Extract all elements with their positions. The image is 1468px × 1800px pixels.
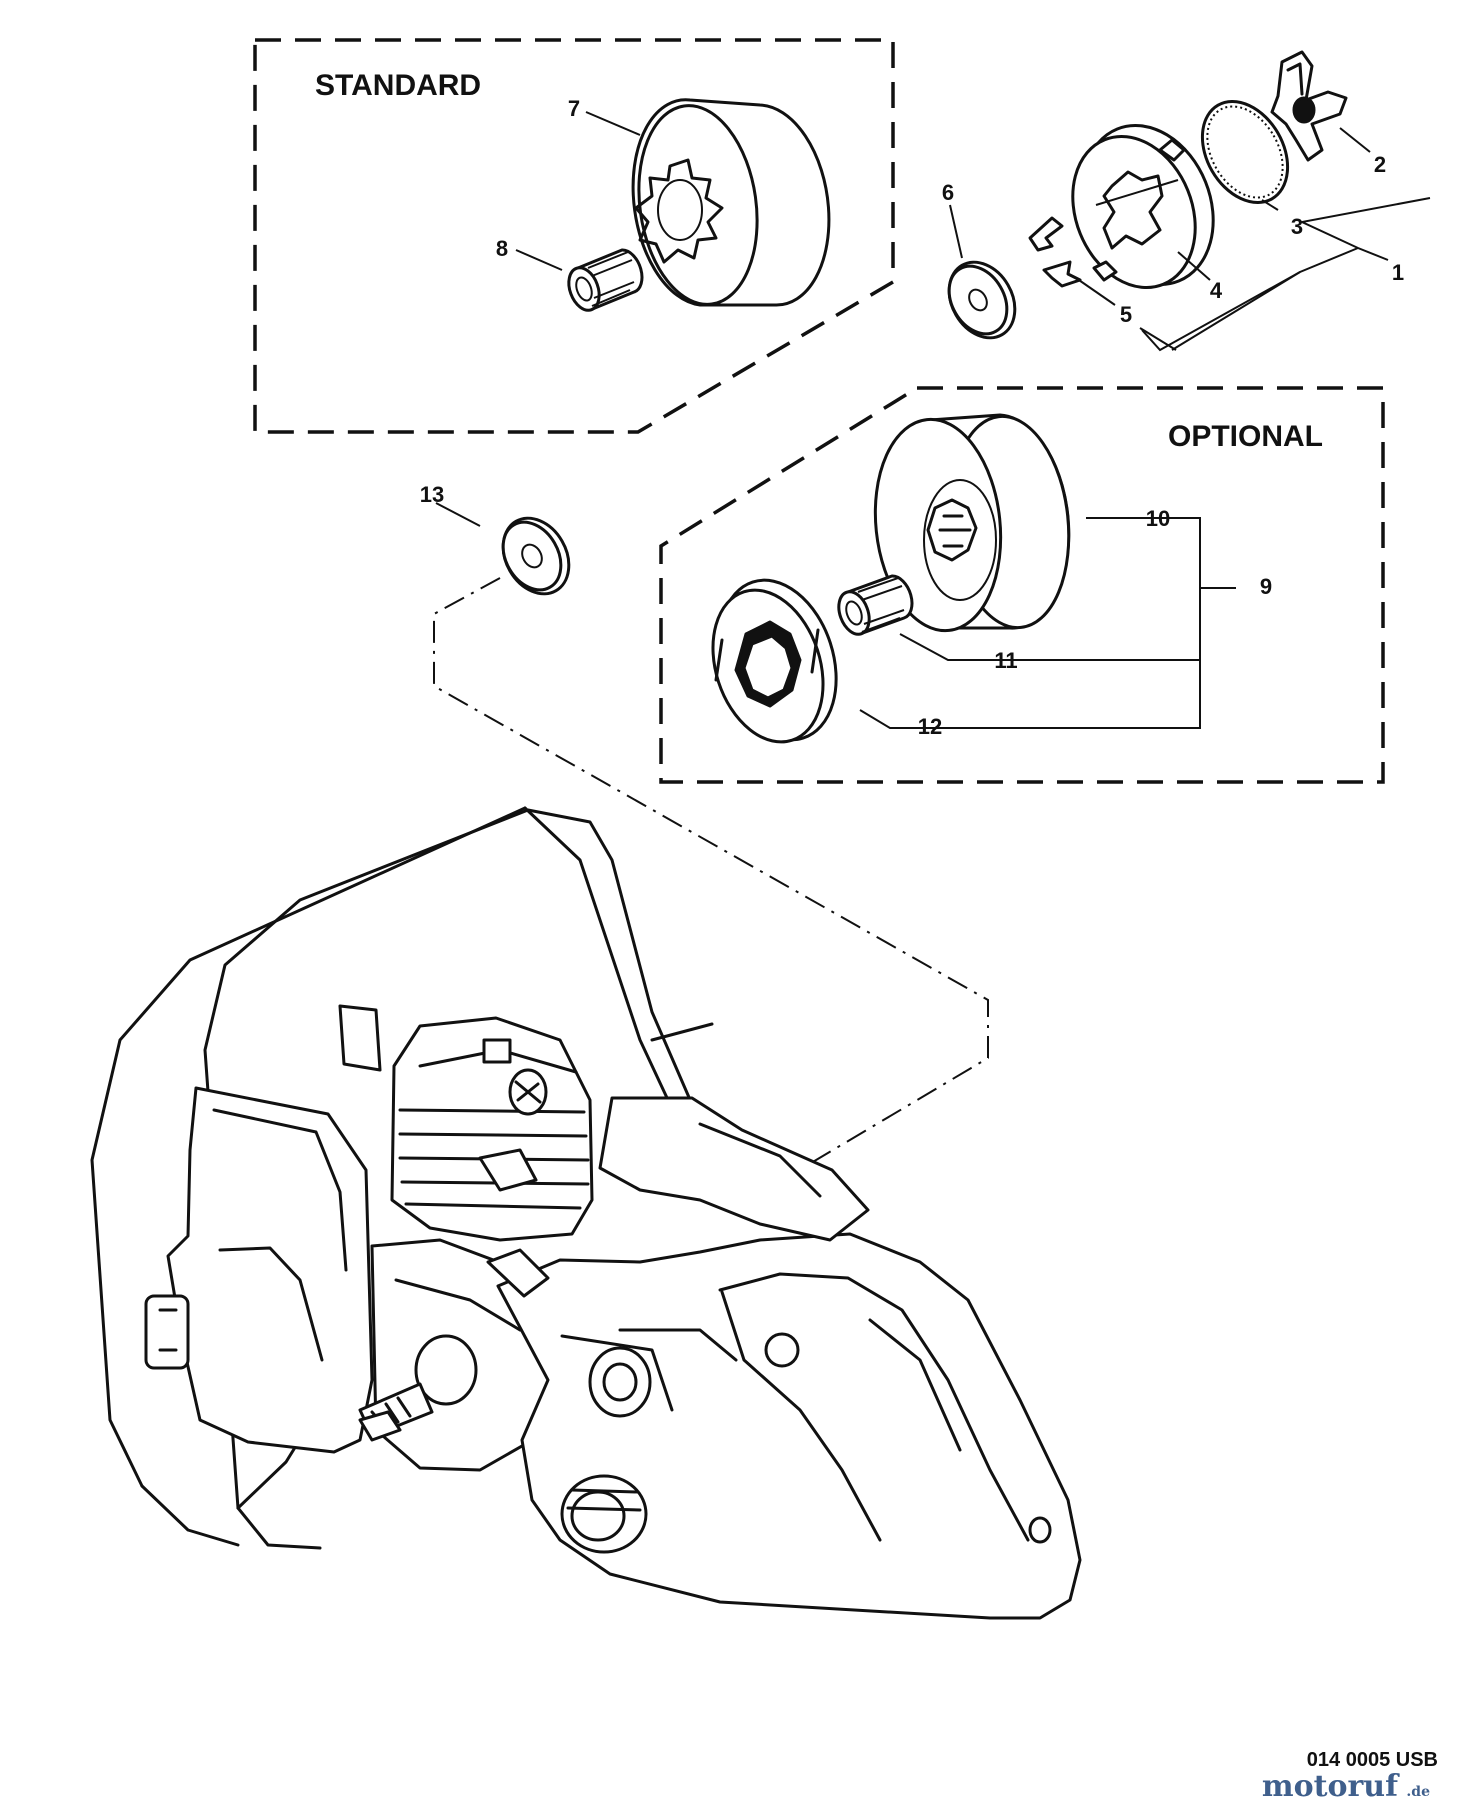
assembly-line [433, 577, 989, 1167]
washer-6 [947, 260, 1017, 340]
needle-bearing-optional [837, 574, 914, 636]
clutch-hub-2 [1270, 50, 1348, 162]
callout-labels: 2 3 1 4 5 6 7 8 9 10 11 12 13 [420, 96, 1404, 739]
rim-sprocket-12 [711, 578, 838, 744]
callout-10: 10 [1146, 506, 1170, 531]
callout-13: 13 [420, 482, 444, 507]
clutch-drum-standard [631, 98, 831, 307]
watermark-suffix: .de [1406, 1784, 1430, 1800]
callout-3: 3 [1291, 214, 1303, 239]
callout-4: 4 [1210, 278, 1223, 303]
chainsaw-body [90, 806, 1082, 1620]
standard-group-border [253, 38, 895, 434]
needle-bearing-standard [567, 248, 644, 312]
callout-11: 11 [994, 648, 1017, 673]
drawing-code: 014 0005 USB [1307, 1749, 1438, 1771]
watermark-logo: motoruf .de [1262, 1769, 1430, 1800]
watermark-main: motoruf [1262, 1769, 1400, 1800]
callout-5: 5 [1120, 302, 1132, 327]
callout-12: 12 [918, 714, 942, 739]
standard-group-label: STANDARD [315, 69, 481, 102]
callout-6: 6 [942, 180, 954, 205]
clutch-springs-5 [1028, 216, 1082, 288]
callout-8: 8 [496, 236, 508, 261]
callout-7: 7 [568, 96, 580, 121]
callout-1: 1 [1392, 260, 1404, 285]
washer-13 [501, 516, 571, 596]
callout-2: 2 [1374, 152, 1386, 177]
optional-group-label: OPTIONAL [1168, 420, 1323, 453]
clutch-assembly-4 [1071, 124, 1215, 290]
clutch-drum-optional [873, 413, 1071, 633]
ring-3 [1200, 100, 1290, 204]
callout-9: 9 [1260, 574, 1272, 599]
optional-group-border [659, 386, 1385, 784]
